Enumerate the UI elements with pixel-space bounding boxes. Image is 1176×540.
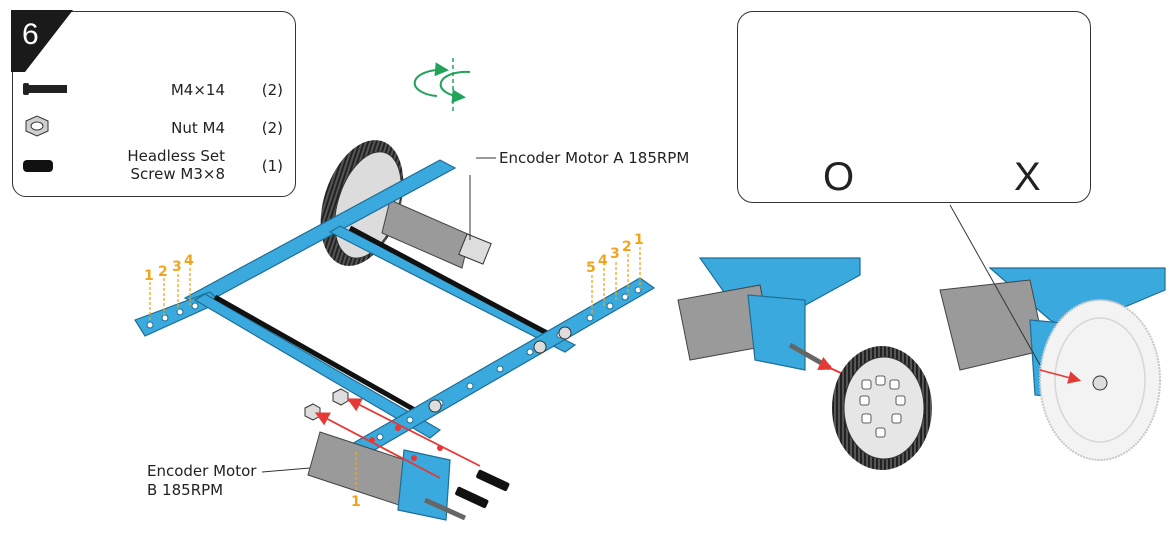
comparison-panel xyxy=(737,11,1091,203)
part-name: Nut M4 xyxy=(171,119,225,137)
step-badge xyxy=(11,10,73,72)
hole-number: 2 xyxy=(158,264,168,280)
screw-m4x14-icon xyxy=(23,83,67,95)
part-qty: (1) xyxy=(261,157,283,175)
part-name: M4×14 xyxy=(170,81,225,99)
motor-b-label-line2: B 185RPM xyxy=(147,481,224,499)
hole-markers xyxy=(149,247,641,492)
beam-inner-left xyxy=(193,293,442,439)
encoder-motor-a xyxy=(381,175,492,269)
part-name-line1: Headless Set xyxy=(127,147,225,165)
hole-number: 3 xyxy=(172,259,182,275)
hole-number: 1 xyxy=(351,494,361,510)
hole-number: 1 xyxy=(634,232,644,248)
motor-b-label-line1: Encoder Motor xyxy=(147,462,257,480)
motor-a-label: Encoder Motor A 185RPM xyxy=(499,149,690,167)
part-name-line2: Screw M3×8 xyxy=(130,165,225,183)
hole-number: 5 xyxy=(586,260,596,276)
chassis-assembly xyxy=(134,140,656,457)
hole-number: 4 xyxy=(598,253,608,269)
hole-number: 1 xyxy=(144,268,154,284)
part-qty: (2) xyxy=(261,81,283,99)
rotate-chassis-icon xyxy=(413,58,471,112)
hole-number: 3 xyxy=(610,246,620,262)
part-row: Nut M4 (2) xyxy=(13,114,295,144)
detail-wheel-mounted xyxy=(939,204,1166,461)
step-number: 6 xyxy=(22,18,39,51)
beam-inner-right xyxy=(328,225,577,353)
parts-list: 6 M4×14 (2) Nut M4 (2) Headless Set Scre… xyxy=(11,10,296,197)
wrong-label: X xyxy=(1014,155,1041,199)
part-row: M4×14 (2) xyxy=(13,76,295,106)
set-screw-icon xyxy=(23,160,53,172)
detail-motor-wheel xyxy=(673,255,932,470)
hole-number: 2 xyxy=(622,239,632,255)
part-qty: (2) xyxy=(261,119,283,137)
encoder-motor-b xyxy=(304,388,510,521)
hole-number: 4 xyxy=(184,253,194,269)
leader-motor-b xyxy=(261,467,311,473)
nut-m4-icon xyxy=(25,115,49,137)
part-row: Headless Set Screw M3×8 (1) xyxy=(13,148,295,188)
correct-label: O xyxy=(823,155,855,199)
